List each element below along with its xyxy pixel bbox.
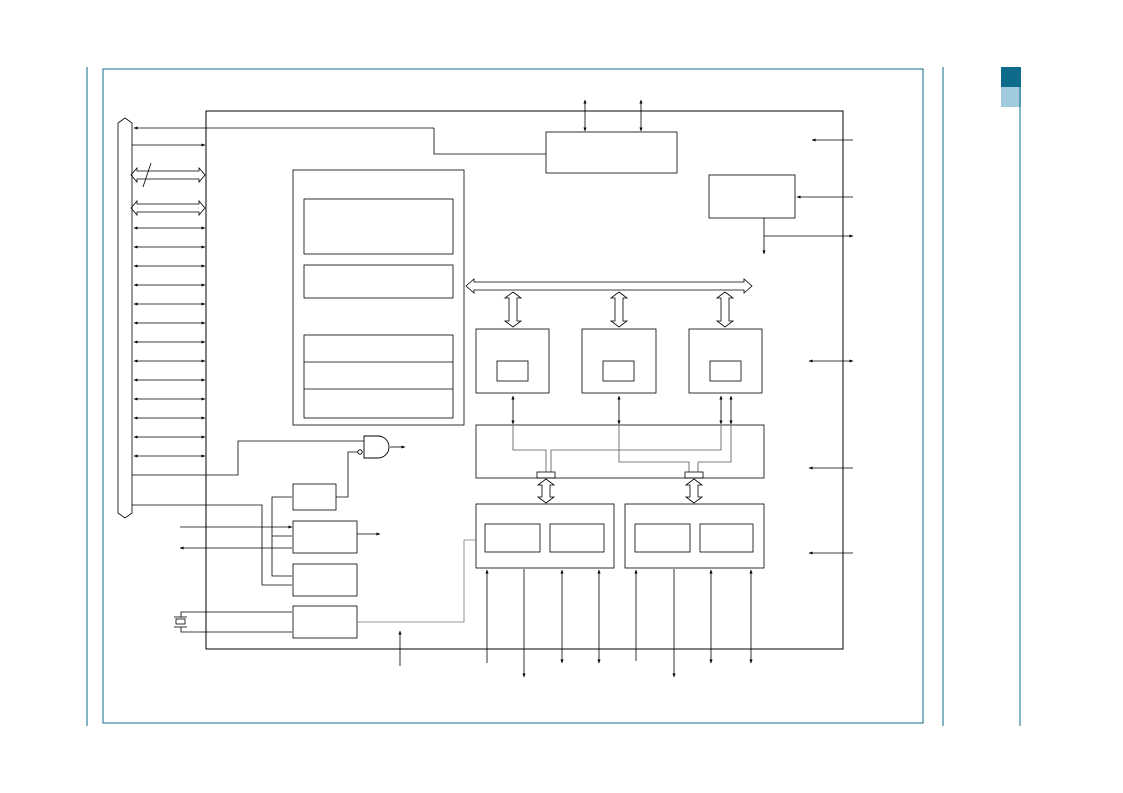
clock-to-port-wire [357,539,476,623]
peripheral-modules [475,328,763,425]
memory-outer [292,169,465,426]
page-tab-dark [1001,67,1021,87]
chip-boundary [205,110,844,650]
mux-link-2 [684,478,704,504]
mux-link-1 [536,478,556,504]
io-ports [475,503,765,569]
control-block-2 [292,563,358,597]
memory-region-2 [303,264,454,299]
peripheral-drop-3 [715,291,735,328]
right-side-pins [808,138,854,555]
wide-bus-slash [142,162,152,188]
peripheral-drop-2 [609,291,629,328]
peripheral-bus [465,278,753,328]
top-interface-box [545,131,678,174]
wide-bus-taps [130,162,206,217]
routing-matrix-box [475,424,765,479]
wide-bus-tap-1 [130,166,206,184]
memory-region-1 [303,198,454,255]
wide-bus-tap-2 [130,199,206,217]
figure-frame [102,68,924,724]
peripheral-module-2 [581,328,657,394]
control-block-small [292,483,337,511]
io-port-pins [485,569,753,678]
right-control-box [708,174,796,219]
peripheral-module-3-core [709,360,742,382]
top-interface-block [545,99,678,174]
system-bus-outline [117,117,133,519]
page-frame [86,67,1021,726]
io-port-b-cell-2 [699,523,754,553]
control-blocks [292,483,358,639]
crystal-oscillator-icon [174,611,292,633]
peripheral-drop-1 [503,291,523,328]
io-port-b-cell-1 [634,523,691,553]
page-tab-light [1001,87,1021,107]
right-control-block [708,174,854,255]
control-wiring [132,496,402,666]
memory-block [292,169,465,426]
routing-matrix [475,424,765,504]
mux-2 [684,471,704,479]
memory-region-3 [303,334,454,419]
gate-wiring [132,440,406,498]
system-bus [117,117,133,519]
peripheral-bus-outline [465,278,753,294]
clock-block [292,605,358,639]
control-block-1 [292,520,358,554]
io-port-b [624,503,765,569]
peripheral-module-3 [688,328,763,394]
routing-wires [512,425,732,472]
io-port-a-cell-1 [484,523,541,553]
peripheral-module-1-core [496,360,529,382]
mux-1 [536,471,556,479]
io-port-a-cell-2 [549,523,605,553]
peripheral-module-1 [475,328,550,394]
bus-taps [132,143,206,458]
peripheral-module-2-core [602,360,635,382]
nand-gate-icon [357,435,390,459]
bus-top-link [133,126,546,155]
io-port-a [475,503,615,569]
